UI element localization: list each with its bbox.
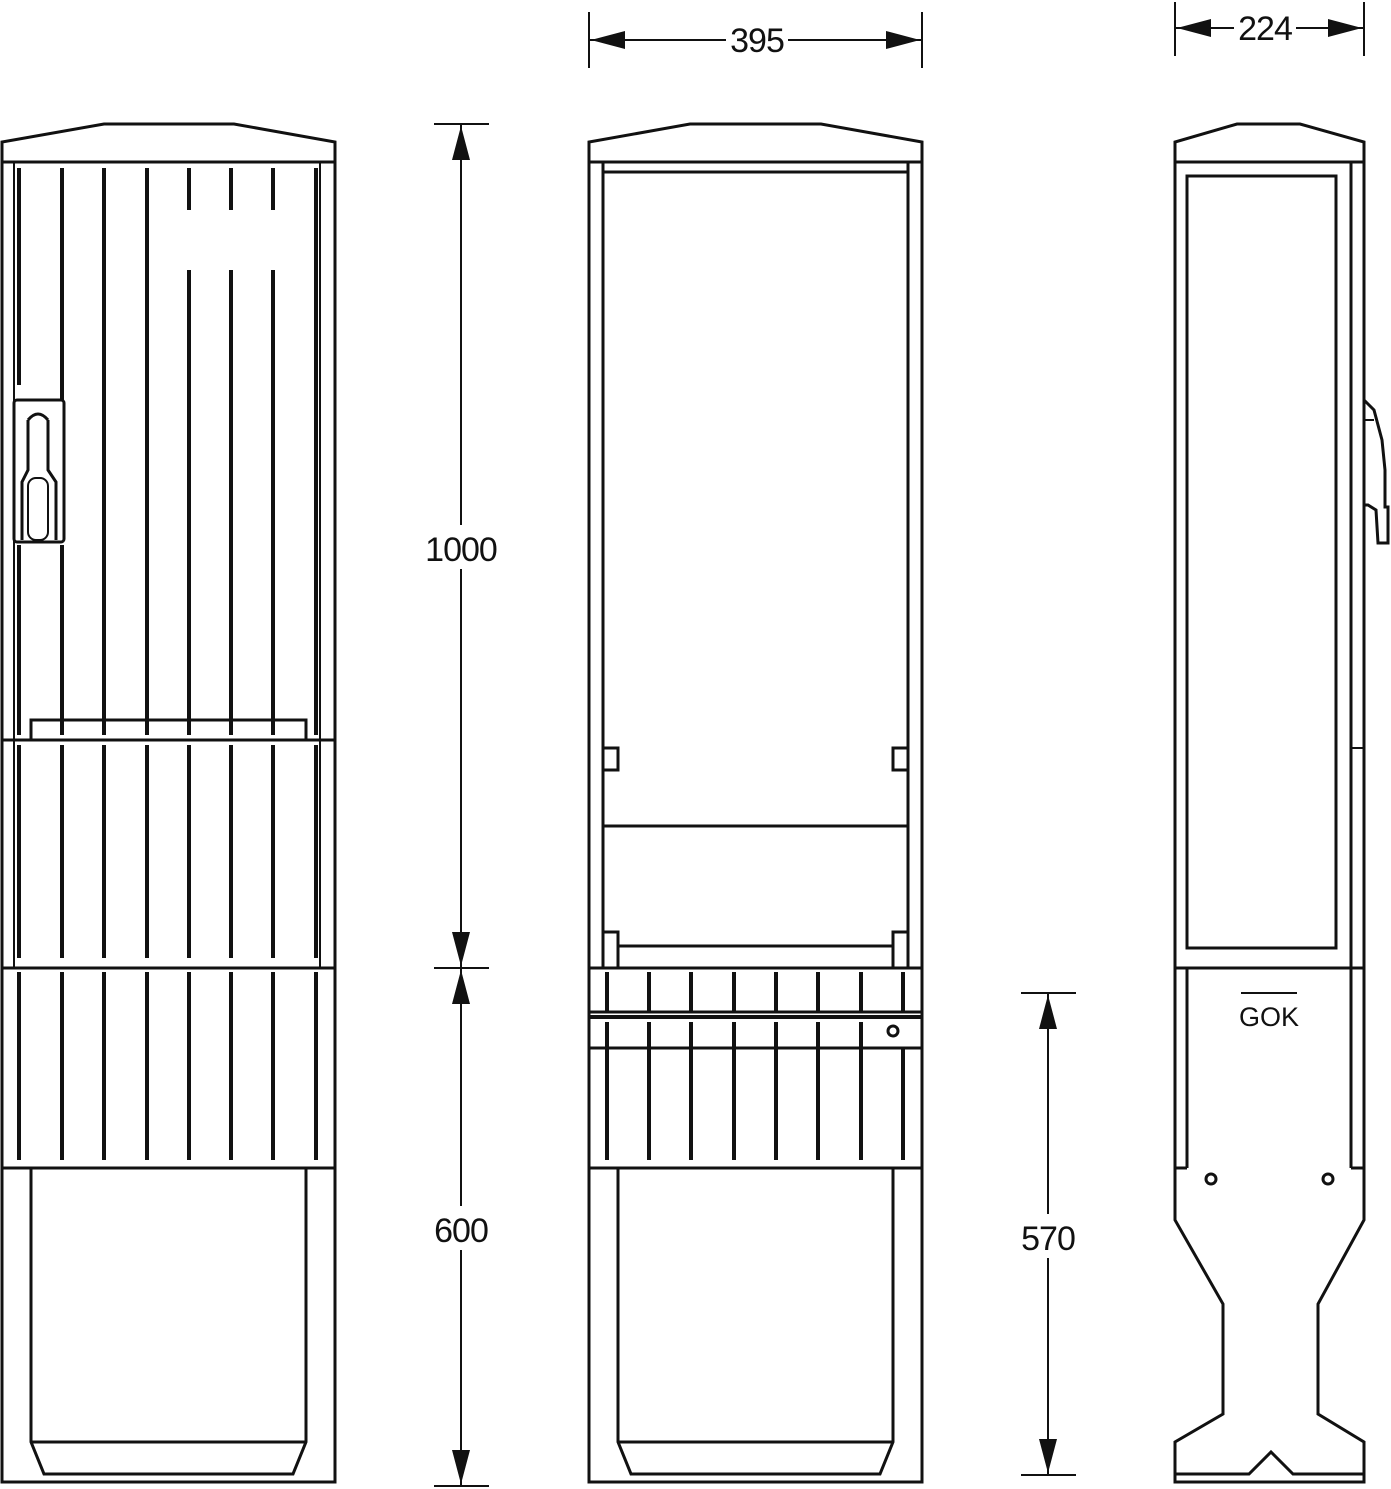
- dimension-width: 395: [588, 12, 923, 68]
- cabinet-body-right: [1173, 160, 1366, 970]
- base-frame-middle: [616, 1168, 895, 1476]
- roof-right: [1173, 122, 1366, 164]
- ground-level-label: GOK: [1239, 1002, 1299, 1032]
- ventilation-ribs-upper: [17, 168, 318, 735]
- dimension-label-224: 224: [1238, 10, 1292, 48]
- door-handle: [12, 398, 66, 544]
- ground-stand: [1173, 968, 1366, 1484]
- cabinet-body-left: [0, 160, 337, 1484]
- dimension-depth: 224: [1174, 2, 1365, 56]
- side-panel: [1185, 174, 1338, 950]
- roof-middle: [587, 122, 924, 164]
- base-frame-left: [29, 1168, 308, 1476]
- side-handle: [1362, 398, 1390, 545]
- dimension-label-600: 600: [434, 1212, 488, 1250]
- ventilation-ribs-middle: [17, 745, 318, 958]
- side-view: GOK: [1173, 122, 1390, 1484]
- ventilation-ribs-lower: [17, 972, 318, 1160]
- dimension-height: 1000 600: [420, 123, 504, 1487]
- ventilation-ribs-door: [605, 972, 905, 1160]
- dimension-ground-depth: 570: [1012, 992, 1084, 1476]
- front-view-open: [587, 122, 924, 1484]
- dimension-label-570: 570: [1021, 1220, 1075, 1258]
- front-view-closed: [0, 122, 337, 1484]
- cabinet-body-middle: [587, 160, 924, 1484]
- roof-left: [0, 122, 337, 164]
- dimension-label-1000: 1000: [425, 531, 497, 569]
- dimension-label-395: 395: [730, 22, 784, 60]
